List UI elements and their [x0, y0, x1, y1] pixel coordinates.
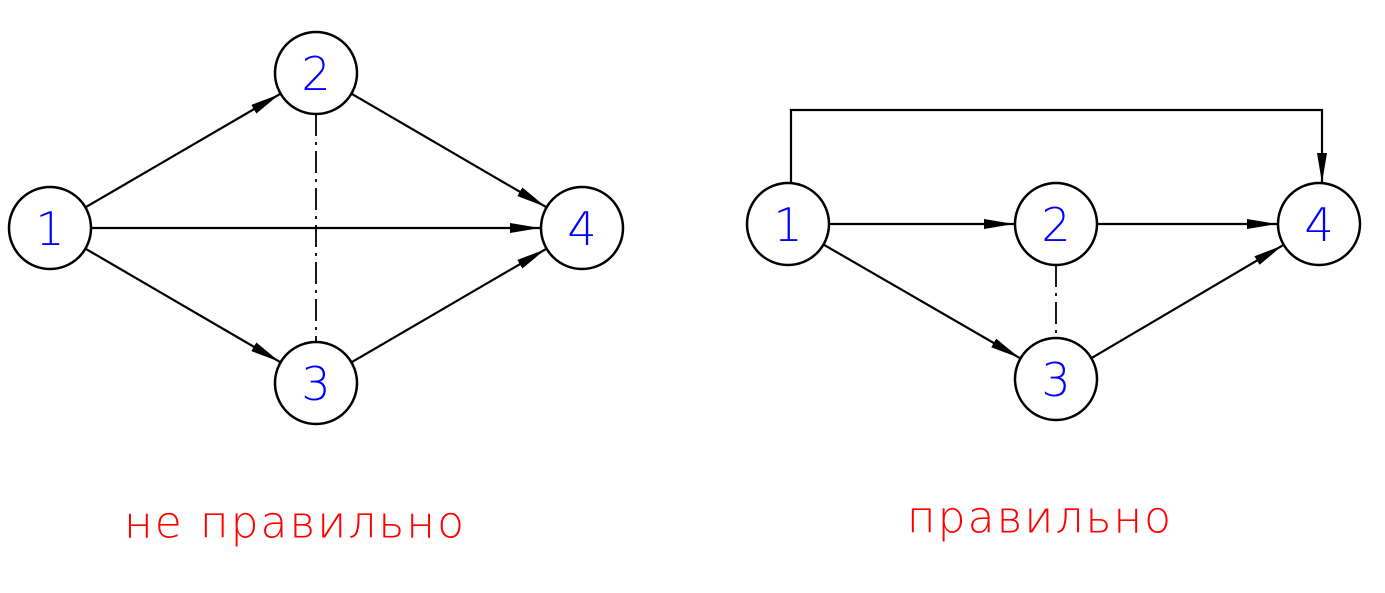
node-circle: [273, 340, 359, 426]
diagram-incorrect: 1 2 3 4 не правильно: [7, 30, 625, 549]
edge-3-4-arrow: [350, 248, 547, 364]
edge-3-4-arrow: [1090, 244, 1284, 360]
edge-1-3-arrow: [822, 243, 1021, 359]
nodes-group: 1 2 3 4: [7, 30, 625, 426]
node-circle: [7, 185, 93, 271]
edge-1-3-arrow: [84, 247, 281, 363]
node-4: 4: [1276, 181, 1362, 267]
diagram-correct: 1 2 3 4 правильно: [745, 108, 1362, 544]
edges-group: [789, 108, 1327, 360]
edge-2-4-arrow: [350, 92, 547, 208]
node-4: 4: [539, 185, 625, 271]
node-2: 2: [273, 30, 359, 116]
node-circle: [539, 185, 625, 271]
node-label: 4: [1304, 198, 1333, 252]
node-label: 2: [301, 47, 330, 101]
node-circle: [745, 181, 831, 267]
node-label: 4: [567, 202, 596, 256]
node-1: 1: [745, 181, 831, 267]
node-3: 3: [273, 340, 359, 426]
node-label: 2: [1041, 198, 1070, 252]
diagram-caption-correct: правильно: [907, 493, 1173, 544]
edges-group: [84, 92, 547, 364]
nodes-group: 1 2 3 4: [745, 181, 1362, 422]
node-2: 2: [1013, 181, 1099, 267]
diagram-caption-incorrect: не правильно: [124, 498, 466, 549]
node-label: 3: [1041, 353, 1070, 407]
node-label: 1: [773, 198, 802, 252]
node-circle: [1276, 181, 1362, 267]
node-label: 1: [35, 202, 64, 256]
node-3: 3: [1013, 336, 1099, 422]
node-circle: [1013, 336, 1099, 422]
edge-1-2-arrow: [84, 93, 281, 209]
node-circle: [1013, 181, 1099, 267]
node-1: 1: [7, 185, 93, 271]
node-circle: [273, 30, 359, 116]
edge-1-4-arrow: [789, 108, 1327, 183]
node-label: 3: [301, 357, 330, 411]
